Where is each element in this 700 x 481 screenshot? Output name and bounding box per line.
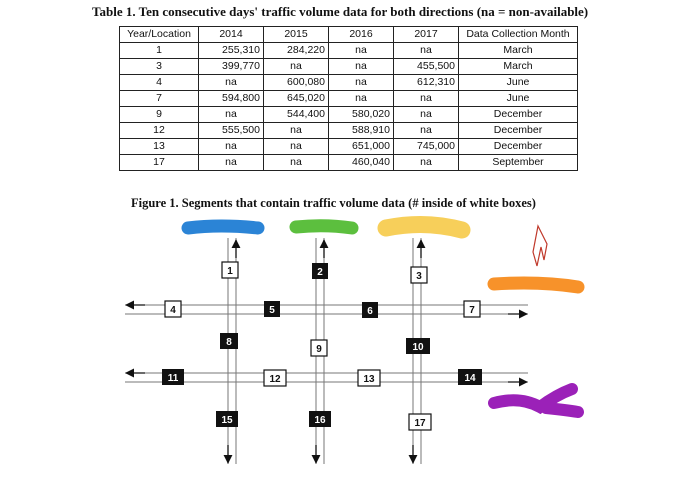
cell-value: 399,770 (198, 58, 264, 75)
blue-marker-stroke (181, 219, 265, 235)
table-row: 7 594,800 645,020 na na June (119, 90, 578, 107)
segment-15: 15 (216, 411, 238, 427)
yellow-marker-stroke (377, 215, 471, 239)
traffic-volume-table: Year/Location 2014 2015 2016 2017 Data C… (119, 26, 578, 171)
cell-month: September (458, 154, 578, 171)
table-row: 12 555,500 na 588,910 na December (119, 122, 578, 139)
cell-value: 600,080 (263, 74, 329, 91)
segment-3-label: 3 (416, 271, 422, 282)
segment-6-label: 6 (367, 306, 373, 317)
segment-11: 11 (162, 369, 184, 385)
segment-9-label: 9 (316, 344, 322, 355)
segment-1-label: 1 (227, 266, 233, 277)
table-row: 17 na na 460,040 na September (119, 154, 578, 171)
segment-3: 3 (410, 266, 428, 284)
cell-value: 612,310 (393, 74, 459, 91)
header-data-collection-month: Data Collection Month (458, 26, 578, 43)
cell-value: 460,040 (328, 154, 394, 171)
cell-value: na (393, 154, 459, 171)
segment-12-label: 12 (269, 374, 281, 385)
table-caption: Table 1. Ten consecutive days' traffic v… (92, 4, 589, 19)
segment-5-label: 5 (269, 305, 275, 316)
segment-7: 7 (463, 300, 481, 318)
segment-15-label: 15 (221, 415, 233, 426)
orange-marker-stroke (487, 276, 585, 294)
table-row: 4 na 600,080 na 612,310 June (119, 74, 578, 91)
north-arrow-icon (532, 224, 548, 267)
segment-10: 10 (406, 338, 430, 354)
segment-9: 9 (310, 339, 328, 357)
cell-month: December (458, 138, 578, 155)
cell-value: 255,310 (198, 42, 264, 59)
segment-14: 14 (458, 369, 482, 385)
segment-13-label: 13 (363, 374, 375, 385)
header-2014: 2014 (198, 26, 264, 43)
purple-marker-stroke (488, 383, 584, 418)
cell-value: 645,020 (263, 90, 329, 107)
segment-16-label: 16 (314, 415, 326, 426)
cell-value: na (198, 154, 264, 171)
segment-17: 17 (408, 413, 432, 431)
segment-2: 2 (312, 263, 328, 279)
table-row: 3 399,770 na na 455,500 March (119, 58, 578, 75)
figure-caption: Figure 1. Segments that contain traffic … (131, 196, 536, 210)
segment-17-label: 17 (414, 418, 426, 429)
segment-8: 8 (220, 333, 238, 349)
segment-6: 6 (362, 302, 378, 318)
green-marker-stroke (289, 219, 359, 235)
cell-value: 284,220 (263, 42, 329, 59)
segment-10-label: 10 (412, 342, 424, 353)
header-year-location: Year/Location (119, 26, 199, 43)
segment-2-label: 2 (317, 267, 323, 278)
segment-4-label: 4 (170, 305, 176, 316)
segment-5: 5 (264, 301, 280, 317)
segment-11-label: 11 (168, 373, 179, 384)
segment-8-label: 8 (226, 337, 232, 348)
segment-16: 16 (309, 411, 331, 427)
segment-13: 13 (357, 369, 381, 387)
segment-12: 12 (263, 369, 287, 387)
segment-4: 4 (164, 300, 182, 318)
segment-1: 1 (221, 261, 239, 279)
segment-7-label: 7 (469, 305, 475, 316)
segment-14-label: 14 (464, 373, 476, 384)
cell-month: March (458, 42, 578, 59)
table-header-row: Year/Location 2014 2015 2016 2017 Data C… (119, 26, 578, 43)
cell-value: 455,500 (393, 58, 459, 75)
